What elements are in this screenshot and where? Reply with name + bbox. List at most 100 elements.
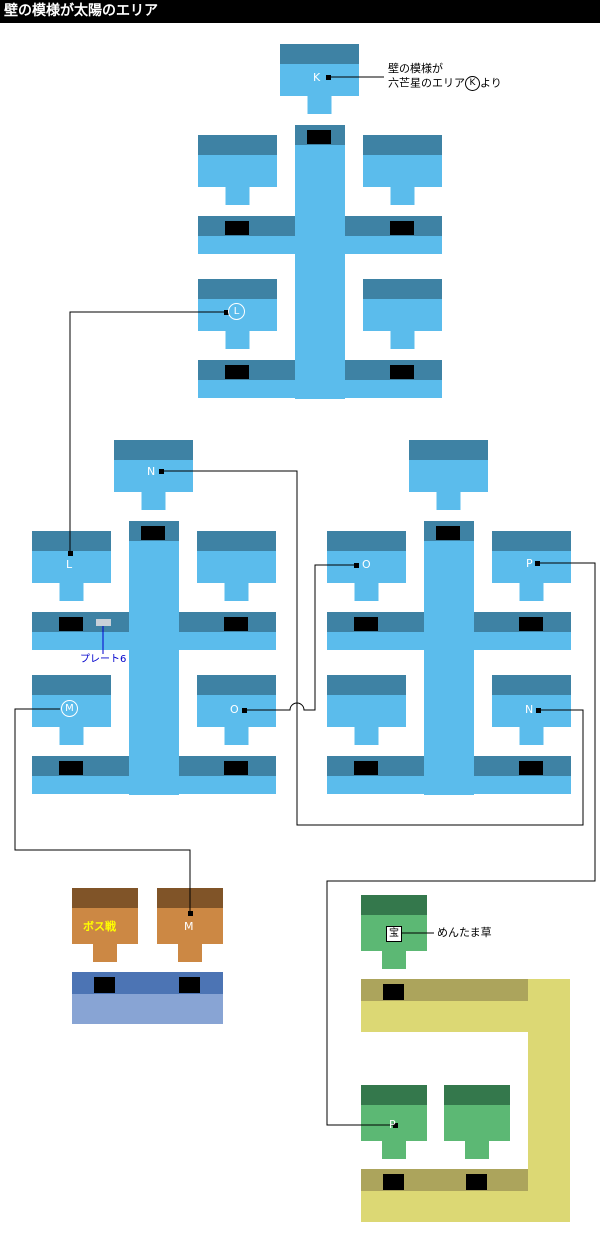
green-room-east-floor (444, 1105, 510, 1141)
sand-corridor-top-door (383, 984, 404, 1000)
left-room-ne-floor (197, 551, 276, 583)
room-p-lower-wall (361, 1085, 427, 1105)
treasure-room-wall (361, 895, 427, 915)
n-connector (161, 470, 584, 826)
top-room-se-floor (363, 299, 442, 331)
green-room-east-wall (444, 1085, 510, 1105)
l-connector (69, 311, 226, 553)
room-label-m-circled: M (61, 700, 78, 717)
left-corr-1-left-floor (32, 632, 129, 650)
right-room-n-doorway (436, 492, 461, 510)
p-lower-anchor-dot (393, 1123, 398, 1128)
left-spine-door (141, 526, 165, 540)
p-anchor-dot (535, 561, 540, 566)
right-room-o-doorway (354, 583, 379, 601)
left-room-ne-doorway (224, 583, 249, 601)
room-label-p-lower: P (389, 1118, 396, 1131)
top-room-ne-floor (363, 155, 442, 187)
right-room-sw-doorway (354, 727, 379, 745)
left-room-l-doorway (59, 583, 84, 601)
room-label-k: K (313, 71, 321, 84)
k-note-line-1: 壁の模様が (388, 62, 443, 75)
right-room-n-lower-floor (492, 695, 571, 727)
right-room-p-doorway (519, 583, 544, 601)
plate-6-label: プレート6 (80, 654, 127, 665)
room-k-floor (280, 64, 359, 96)
right-room-p-wall (492, 531, 571, 551)
left-corr-1-right-door (224, 617, 248, 631)
left-room-m-circled-wall (32, 675, 111, 695)
room-l-circled-wall (198, 279, 277, 299)
right-room-p-floor (492, 551, 571, 583)
left-spine (129, 521, 179, 795)
top-room-nw-floor (198, 155, 277, 187)
boss-room-wall (72, 888, 138, 908)
right-corr-1-left-door (354, 617, 378, 631)
room-label-l-circled: L (228, 303, 245, 320)
n-anchor-dot (159, 469, 164, 474)
top-corr-2-left-floor (198, 380, 295, 398)
top-corr-1-right-floor (345, 236, 442, 254)
l-anchor-dot (68, 551, 73, 556)
boss-room-doorway (93, 944, 117, 962)
right-corr-1-right-door (519, 617, 543, 631)
room-p-lower-doorway (382, 1141, 406, 1159)
left-corr-2-left-door (59, 761, 83, 775)
room-k-wall (280, 44, 359, 64)
right-room-n-lower-wall (492, 675, 571, 695)
left-room-ne-wall (197, 531, 276, 551)
room-label-m: M (184, 920, 194, 933)
left-room-o-wall (197, 675, 276, 695)
m-anchor-dot (188, 911, 193, 916)
left-room-l-wall (32, 531, 111, 551)
top-room-se-doorway (390, 331, 415, 349)
boss-corridor-door-2 (179, 977, 200, 993)
room-label-o-right-group: O (362, 558, 371, 571)
left-room-m-circled-doorway (59, 727, 84, 745)
k-anchor-dot (326, 75, 331, 80)
k-note-area-name: 六芒星のエリア (388, 76, 465, 90)
right-room-n-floor (409, 460, 488, 492)
right-room-o-wall (327, 531, 406, 551)
left-corr-2-right-door (224, 761, 248, 775)
right-corr-1-left-floor (327, 632, 424, 650)
left-room-n-doorway (141, 492, 166, 510)
sand-corridor-bottom-door-1 (383, 1174, 404, 1190)
o-connector (244, 564, 356, 711)
boss-corridor-door-1 (94, 977, 115, 993)
left-room-n-wall (114, 440, 193, 460)
page-title: 壁の模様が太陽のエリア (4, 3, 158, 19)
room-label-p-right-group: P (526, 557, 533, 570)
k-note-suffix: より (480, 76, 502, 90)
room-l-circled-doorway (225, 331, 250, 349)
right-corr-2-right-door (519, 761, 543, 775)
m-connector (14, 708, 191, 913)
left-corr-2-right-floor (179, 776, 276, 794)
top-corr-1-left-door (225, 221, 249, 235)
o-left-anchor-dot (242, 708, 247, 713)
boss-battle-label: ボス戦 (83, 920, 116, 933)
green-room-east-doorway (465, 1141, 489, 1159)
right-room-sw-floor (327, 695, 406, 727)
right-corr-2-left-floor (327, 776, 424, 794)
room-label-n-right-group: N (525, 703, 534, 716)
boss-room-floor (72, 908, 138, 944)
treasure-room-doorway (382, 951, 406, 969)
right-corr-2-right-floor (474, 776, 571, 794)
sand-corridor-bottom-door-2 (466, 1174, 487, 1190)
title-bar: 壁の模様が太陽のエリア (0, 0, 600, 23)
top-corr-1-left-floor (198, 236, 295, 254)
plate-6 (96, 619, 111, 626)
top-spine (295, 125, 345, 399)
k-circle-icon: K (465, 76, 480, 91)
right-spine-door (436, 526, 460, 540)
left-corr-2-left-floor (32, 776, 129, 794)
right-spine (424, 521, 474, 795)
right-room-n-wall (409, 440, 488, 460)
left-room-l-floor (32, 551, 111, 583)
right-corr-1-right-floor (474, 632, 571, 650)
